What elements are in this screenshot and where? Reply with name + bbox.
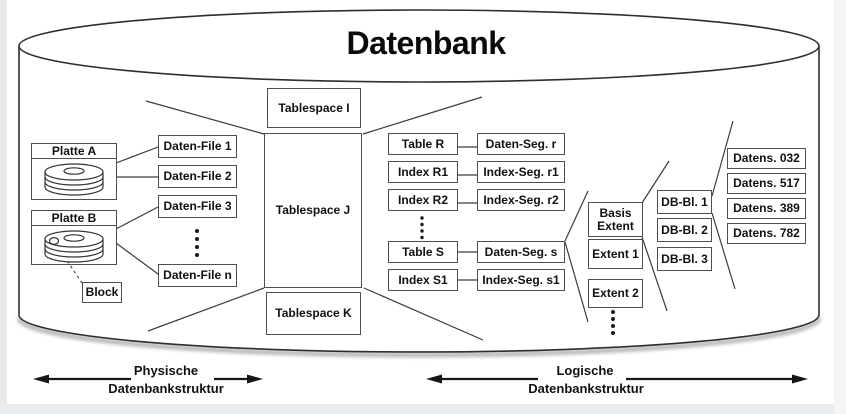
table-r-box: Table R bbox=[388, 133, 458, 155]
frame-strip-bottom bbox=[0, 404, 846, 414]
logical-structure-label-line1: Logische bbox=[556, 363, 614, 378]
db-block-3-box: DB-Bl. 3 bbox=[657, 247, 712, 271]
disk-a-box: Platte A bbox=[31, 143, 117, 200]
extent-1-box: Extent 1 bbox=[588, 239, 643, 269]
index-segment-r1-box: Index-Seg. r1 bbox=[477, 161, 565, 183]
cylinder-shadow bbox=[16, 70, 823, 358]
db-block-2-box: DB-Bl. 2 bbox=[657, 218, 712, 242]
logical-structure-arrow bbox=[426, 374, 808, 384]
data-file-3-box: Daten-File 3 bbox=[158, 195, 237, 218]
disk-b-box: Platte B bbox=[31, 210, 117, 265]
data-file-1-box: Daten-File 1 bbox=[158, 135, 237, 158]
index-r2-box: Index R2 bbox=[388, 189, 458, 211]
frame-strip-right bbox=[834, 0, 846, 414]
ellipsis-dots-tables bbox=[420, 216, 424, 240]
extent-2-box: Extent 2 bbox=[588, 279, 643, 308]
connector-lines bbox=[115, 96, 736, 341]
physical-structure-arrow bbox=[33, 374, 263, 384]
table-s-box: Table S bbox=[388, 241, 458, 263]
logical-structure-label-line2: Datenbankstruktur bbox=[528, 381, 644, 396]
index-segment-r2-box: Index-Seg. r2 bbox=[477, 189, 565, 211]
disk-b-icon bbox=[44, 230, 104, 263]
record-389-box: Datens. 389 bbox=[727, 198, 806, 219]
diagram-title: Datenbank bbox=[346, 25, 506, 61]
block-box: Block bbox=[82, 282, 122, 303]
basis-extent-box: Basis Extent bbox=[588, 202, 643, 237]
record-517-box: Datens. 517 bbox=[727, 173, 806, 194]
data-segment-s-box: Daten-Seg. s bbox=[477, 241, 565, 263]
data-file-n-box: Daten-File n bbox=[158, 264, 237, 287]
index-segment-s1-box: Index-Seg. s1 bbox=[477, 269, 565, 291]
ellipsis-dots-datafiles bbox=[195, 229, 199, 257]
data-segment-r-box: Daten-Seg. r bbox=[477, 133, 565, 155]
disk-a-label: Platte A bbox=[32, 144, 116, 159]
record-032-box: Datens. 032 bbox=[727, 148, 806, 169]
physical-structure-label-line1: Physische bbox=[133, 363, 199, 378]
tablespace-k-box: Tablespace K bbox=[266, 292, 361, 335]
data-file-2-box: Daten-File 2 bbox=[158, 165, 237, 188]
disk-b-label: Platte B bbox=[32, 211, 116, 226]
index-r1-box: Index R1 bbox=[388, 161, 458, 183]
record-782-box: Datens. 782 bbox=[727, 223, 806, 244]
ellipsis-dots-extents bbox=[611, 310, 615, 335]
block-marker-icon bbox=[48, 237, 60, 246]
physical-structure-label-line2: Datenbankstruktur bbox=[108, 381, 224, 396]
tablespace-i-box: Tablespace I bbox=[267, 88, 361, 128]
basis-extent-line1: Basis bbox=[599, 205, 632, 220]
db-block-1-box: DB-Bl. 1 bbox=[657, 190, 712, 214]
tablespace-j-box: Tablespace J bbox=[264, 133, 362, 288]
index-s1-box: Index S1 bbox=[388, 269, 458, 291]
disk-a-icon bbox=[44, 163, 104, 196]
frame-strip-left bbox=[0, 0, 7, 414]
basis-extent-line2: Extent bbox=[597, 218, 634, 233]
